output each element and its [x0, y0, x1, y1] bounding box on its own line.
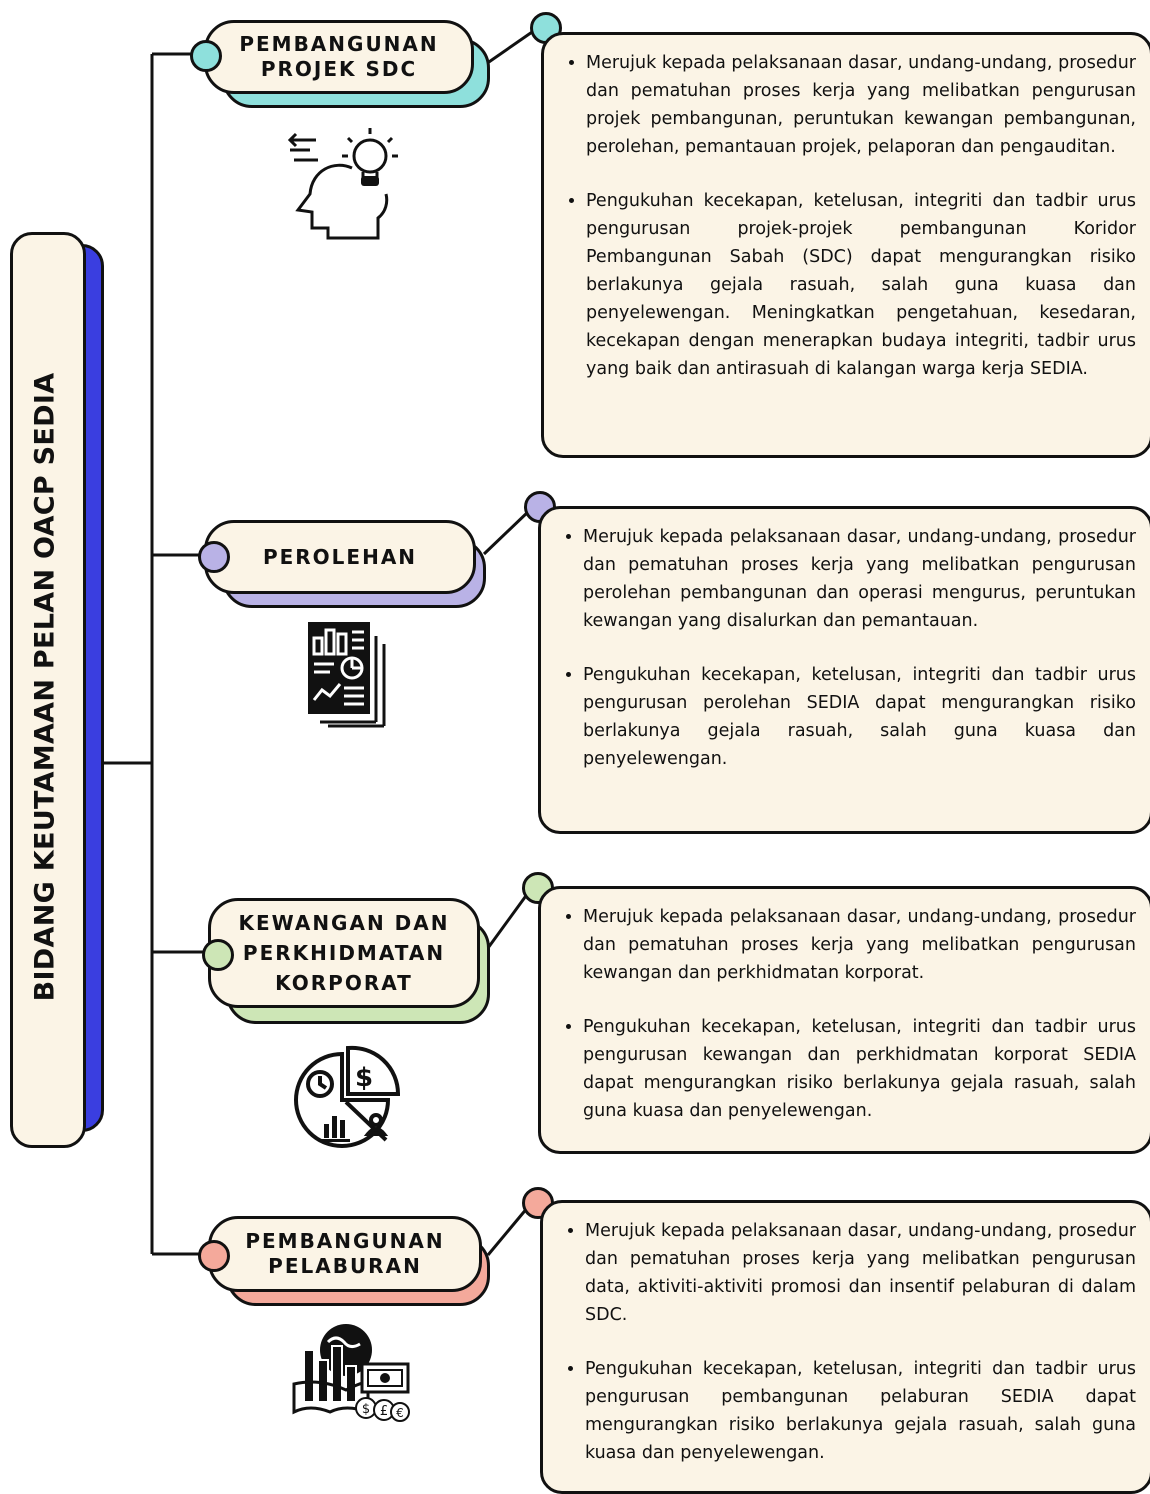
- bullet-item: Pengukuhan kecekapan, ketelusan, integri…: [586, 187, 1136, 383]
- node-dot-left: [198, 541, 230, 573]
- finance-pie-icon: $: [294, 1045, 401, 1148]
- node-label-line: PROJEK SDC: [260, 57, 418, 81]
- node-label-line: PELABURAN: [268, 1254, 422, 1278]
- bullet-item: Merujuk kepada pelaksanaan dasar, undang…: [586, 49, 1136, 161]
- bullet-item: Pengukuhan kecekapan, ketelusan, integri…: [583, 661, 1136, 773]
- svg-text:£: £: [380, 1404, 388, 1419]
- bullet-item: Merujuk kepada pelaksanaan dasar, undang…: [583, 523, 1136, 635]
- bullet-item: Merujuk kepada pelaksanaan dasar, undang…: [585, 1217, 1136, 1329]
- svg-text:€: €: [396, 1406, 404, 1420]
- bullet-item: Merujuk kepada pelaksanaan dasar, undang…: [583, 903, 1136, 987]
- title-banner: [10, 232, 86, 1148]
- head-lightbulb-icon: [287, 128, 398, 240]
- node-dot-left: [190, 40, 222, 72]
- node-label-line: PEMBANGUNAN: [239, 32, 439, 56]
- node-dot-left: [202, 939, 234, 971]
- node-dot-left: [198, 1240, 230, 1272]
- bullet-item: Pengukuhan kecekapan, ketelusan, integri…: [585, 1355, 1136, 1467]
- node-label-line: PEROLEHAN: [262, 544, 418, 569]
- svg-text:$: $: [362, 1402, 370, 1417]
- bullet-item: Pengukuhan kecekapan, ketelusan, integri…: [583, 1013, 1136, 1125]
- description-box-kewangan: Merujuk kepada pelaksanaan dasar, undang…: [538, 886, 1150, 1154]
- node-pembangunan-projek-sdc: PEMBANGUNAN PROJEK SDC: [204, 20, 474, 94]
- node-pembangunan-pelaburan: PEMBANGUNAN PELABURAN: [208, 1216, 482, 1292]
- report-document-icon: [308, 622, 386, 728]
- description-box-pembangunan-projek-sdc: Merujuk kepada pelaksanaan dasar, undang…: [541, 32, 1150, 458]
- investment-globe-icon: $ £ €: [292, 1324, 410, 1422]
- description-box-perolehan: Merujuk kepada pelaksanaan dasar, undang…: [538, 506, 1150, 834]
- description-box-pembangunan-pelaburan: Merujuk kepada pelaksanaan dasar, undang…: [540, 1200, 1150, 1494]
- svg-text:$: $: [355, 1063, 373, 1093]
- node-label-line: KORPORAT: [275, 971, 413, 995]
- node-label-line: PEMBANGUNAN: [245, 1229, 445, 1253]
- page-title: BIDANG KEUTAMAAN PELAN OACP SEDIA: [29, 372, 61, 1002]
- node-perolehan: PEROLEHAN: [204, 520, 476, 594]
- node-label-line: KEWANGAN DAN: [238, 911, 450, 935]
- node-label-line: PERKHIDMATAN: [242, 941, 446, 965]
- node-kewangan-dan-perkhidmatan-korporat: KEWANGAN DAN PERKHIDMATAN KORPORAT: [208, 898, 480, 1008]
